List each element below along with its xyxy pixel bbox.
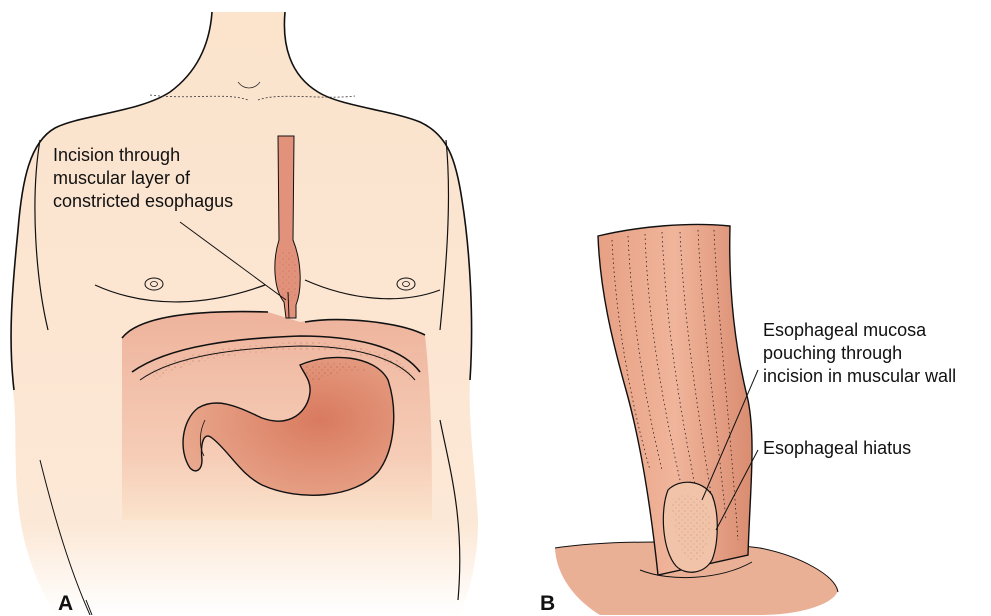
mucosa-label-line-3: incision in muscular wall [763, 365, 956, 388]
incision-label: Incision through muscular layer of const… [53, 144, 233, 213]
incision-label-line-1: Incision through [53, 144, 233, 167]
incision-label-line-2: muscular layer of [53, 167, 233, 190]
panel-a-illustration [11, 12, 478, 615]
mucosa-label: Esophageal mucosa pouching through incis… [763, 319, 956, 388]
panel-b-illustration [555, 224, 838, 615]
hiatus-label-text: Esophageal hiatus [763, 437, 911, 460]
hiatus-label: Esophageal hiatus [763, 437, 911, 460]
mucosa-label-line-2: pouching through [763, 342, 956, 365]
mucosa-label-line-1: Esophageal mucosa [763, 319, 956, 342]
incision-label-line-3: constricted esophagus [53, 190, 233, 213]
panel-b-letter: B [540, 592, 555, 616]
panel-a-letter: A [58, 592, 73, 616]
